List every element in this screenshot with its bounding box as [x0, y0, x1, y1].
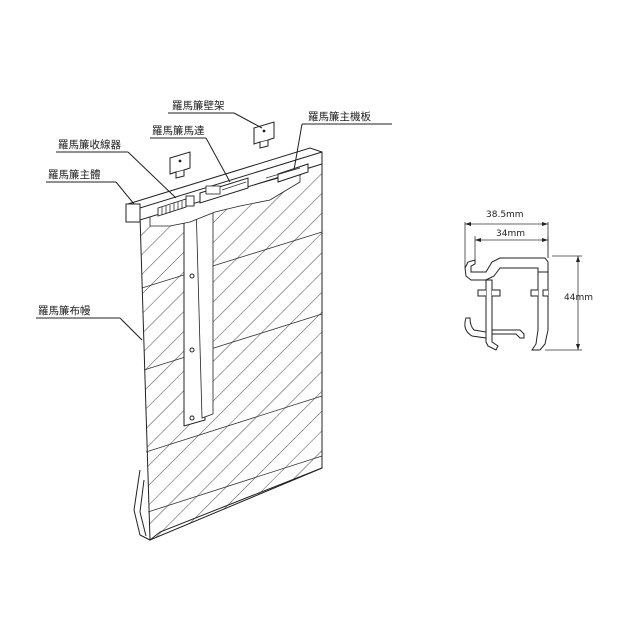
wall-bracket-right — [253, 121, 275, 149]
label-wall-bracket: 羅馬簾壁架 — [172, 99, 225, 112]
label-main-board: 羅馬簾主機板 — [308, 110, 371, 123]
label-motor: 羅馬簾馬達 — [152, 124, 205, 137]
wall-bracket-left — [169, 151, 191, 179]
rail-profile-section: 38.5mm 34mm 44mm — [464, 210, 593, 351]
cord-collector-coil — [157, 195, 195, 217]
dimension-outer-width: 38.5mm — [464, 210, 549, 268]
label-fabric: 羅馬簾布幔 — [38, 304, 91, 317]
dimension-height: 44mm — [545, 255, 593, 351]
blind-illustration — [125, 121, 323, 541]
callout-labels: 羅馬簾壁架 羅馬簾馬達 羅馬簾主機板 羅馬簾收線器 羅馬簾主體 羅馬簾布幔 — [38, 99, 371, 317]
callout-lines — [36, 112, 392, 341]
center-support-strip — [183, 197, 214, 427]
cord-ring — [189, 273, 195, 279]
dim-height-text: 44mm — [564, 293, 593, 303]
profile-outline — [464, 257, 549, 351]
label-cord-collector: 羅馬簾收線器 — [58, 138, 121, 151]
dim-outer-width-text: 38.5mm — [486, 210, 524, 220]
cord-ring — [189, 415, 195, 421]
dimension-inner-width: 34mm — [474, 229, 549, 262]
motor-unit — [199, 177, 249, 204]
dim-inner-width-text: 34mm — [496, 229, 525, 239]
cord-ring — [189, 347, 195, 353]
label-main-body: 羅馬簾主體 — [48, 168, 101, 181]
